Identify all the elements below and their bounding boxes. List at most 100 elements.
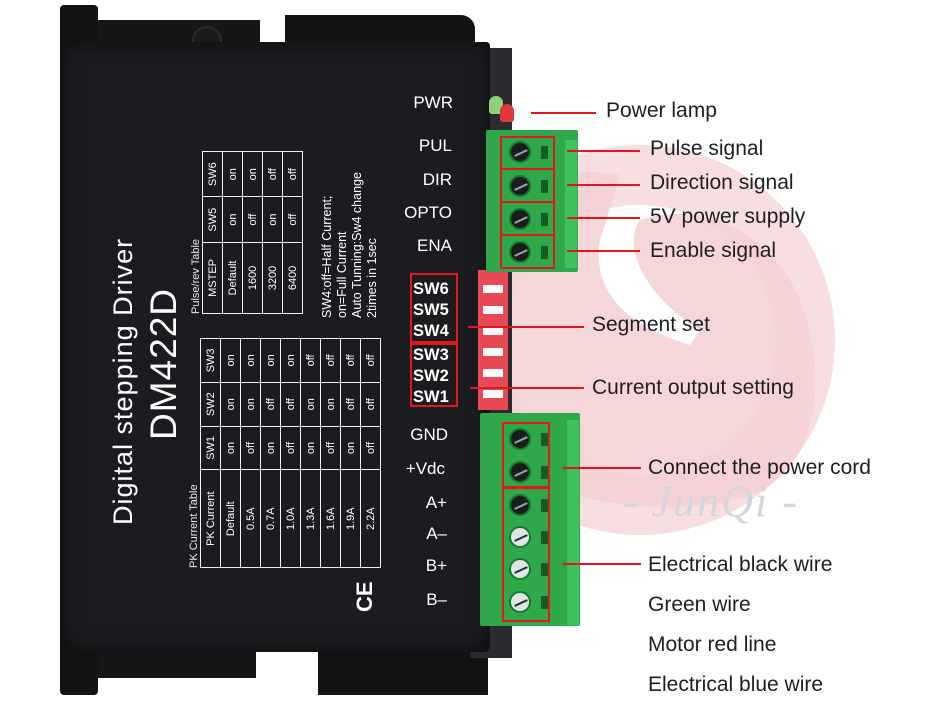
dir-terminal-highlight (500, 168, 555, 203)
table-cell: Default (222, 242, 243, 314)
terminal-slot (541, 433, 548, 446)
table-cell: off (320, 426, 341, 470)
table-cell: on (220, 382, 241, 427)
pin-label-opto: OPTO (404, 203, 452, 222)
table-cell: off (280, 382, 301, 427)
table-cell: on (220, 338, 241, 383)
pk-current-table-caption: PK Current Table (188, 484, 200, 568)
terminal-screw-gnd[interactable] (509, 428, 531, 450)
dip-switch-sw6[interactable] (483, 285, 503, 293)
switch-label-sw4: SW4 (413, 322, 449, 340)
dip-switch-sw3[interactable] (483, 348, 503, 356)
terminal-slot (541, 146, 548, 159)
switch-label-sw2: SW2 (413, 367, 449, 385)
leader-line-pulse (567, 150, 640, 152)
dip-switch-sw2[interactable] (483, 369, 503, 377)
table-cell: 1.0A (280, 469, 301, 568)
opto-terminal-highlight (500, 201, 555, 236)
annotation-power-cord: Connect the power cord (648, 456, 871, 479)
table-cell: on (340, 426, 361, 470)
table-cell: off (340, 382, 361, 427)
terminal-screw-a-plus[interactable] (509, 494, 531, 516)
table-cell: off (280, 426, 301, 470)
ena-terminal-highlight (500, 234, 555, 269)
table-cell: on (260, 426, 281, 470)
switch-label-sw1: SW1 (413, 388, 449, 406)
dip-switch-sw5[interactable] (483, 306, 503, 314)
note-line: Auto Tunning:Sw4 change (350, 172, 364, 318)
table-header-cell: SW6 (202, 151, 223, 197)
terminal-slot (541, 531, 548, 544)
table-cell: on (242, 151, 263, 197)
dip-switch-sw1[interactable] (483, 390, 503, 398)
leader-line-enable (567, 250, 640, 252)
ce-mark: CE (352, 581, 377, 612)
power-terminal-block (480, 413, 580, 626)
stepper-driver: Digital stepping Driver DM422D Pulse/rev… (0, 0, 560, 710)
table-header-cell: SW2 (200, 382, 221, 427)
terminal-screw-b-minus[interactable] (509, 591, 531, 613)
table-header-cell: MSTEP (202, 242, 223, 314)
led-green-icon (489, 96, 503, 114)
table-cell: on (260, 338, 281, 383)
terminal-screw-ena[interactable] (509, 241, 531, 263)
note-line: 2times in 1sec (365, 238, 379, 318)
table-cell: 0.5A (240, 469, 261, 568)
table-cell: 1.9A (340, 469, 361, 568)
switch-label-sw5: SW5 (413, 301, 449, 319)
note-line: on=Full Current (335, 231, 349, 319)
pin-label-gnd: GND (410, 425, 448, 444)
table-cell: 1.3A (300, 469, 321, 568)
table-cell: on (220, 426, 241, 470)
pin-label-vdc: +Vdc (405, 459, 445, 478)
segment-switch-highlight (410, 273, 458, 343)
terminal-screw-dir[interactable] (509, 175, 531, 197)
table-cell: off (262, 151, 283, 197)
terminal-screw-pul[interactable] (509, 141, 531, 163)
table-cell: Default (220, 469, 241, 568)
table-cell: on (300, 382, 321, 427)
annotation-current-output: Current output setting (592, 376, 794, 399)
terminal-slot (541, 213, 548, 226)
annotation-5v-power: 5V power supply (650, 205, 806, 228)
device-title: Digital stepping Driver (108, 237, 138, 525)
table-cell: on (280, 338, 301, 383)
mounting-tab (318, 645, 488, 695)
table-cell: off (282, 151, 303, 197)
terminal-side (567, 420, 579, 625)
dip-switch-sw4[interactable] (483, 327, 503, 335)
leader-line-direction (567, 184, 640, 186)
table-header-cell: PK Current (200, 469, 221, 568)
annotation-pulse-signal: Pulse signal (650, 137, 764, 160)
table-cell: off (360, 338, 381, 383)
terminal-screw-a-minus[interactable] (509, 526, 531, 548)
table-cell: on (262, 196, 283, 243)
motor-terminal-highlight (502, 487, 550, 622)
switch-label-sw6: SW6 (413, 280, 449, 298)
terminal-screw-opto[interactable] (509, 208, 531, 230)
terminal-screw-b-plus[interactable] (509, 558, 531, 580)
pin-label-a-plus: A+ (425, 493, 447, 512)
terminal-screw-vdc[interactable] (509, 461, 531, 483)
table-header-cell: SW3 (200, 338, 221, 383)
table-cell: off (242, 196, 263, 243)
table-cell: off (240, 426, 261, 470)
table-header-cell: SW1 (200, 426, 221, 470)
pin-label-dir: DIR (422, 170, 452, 189)
table-cell: on (240, 338, 261, 383)
table-cell: on (300, 426, 321, 470)
